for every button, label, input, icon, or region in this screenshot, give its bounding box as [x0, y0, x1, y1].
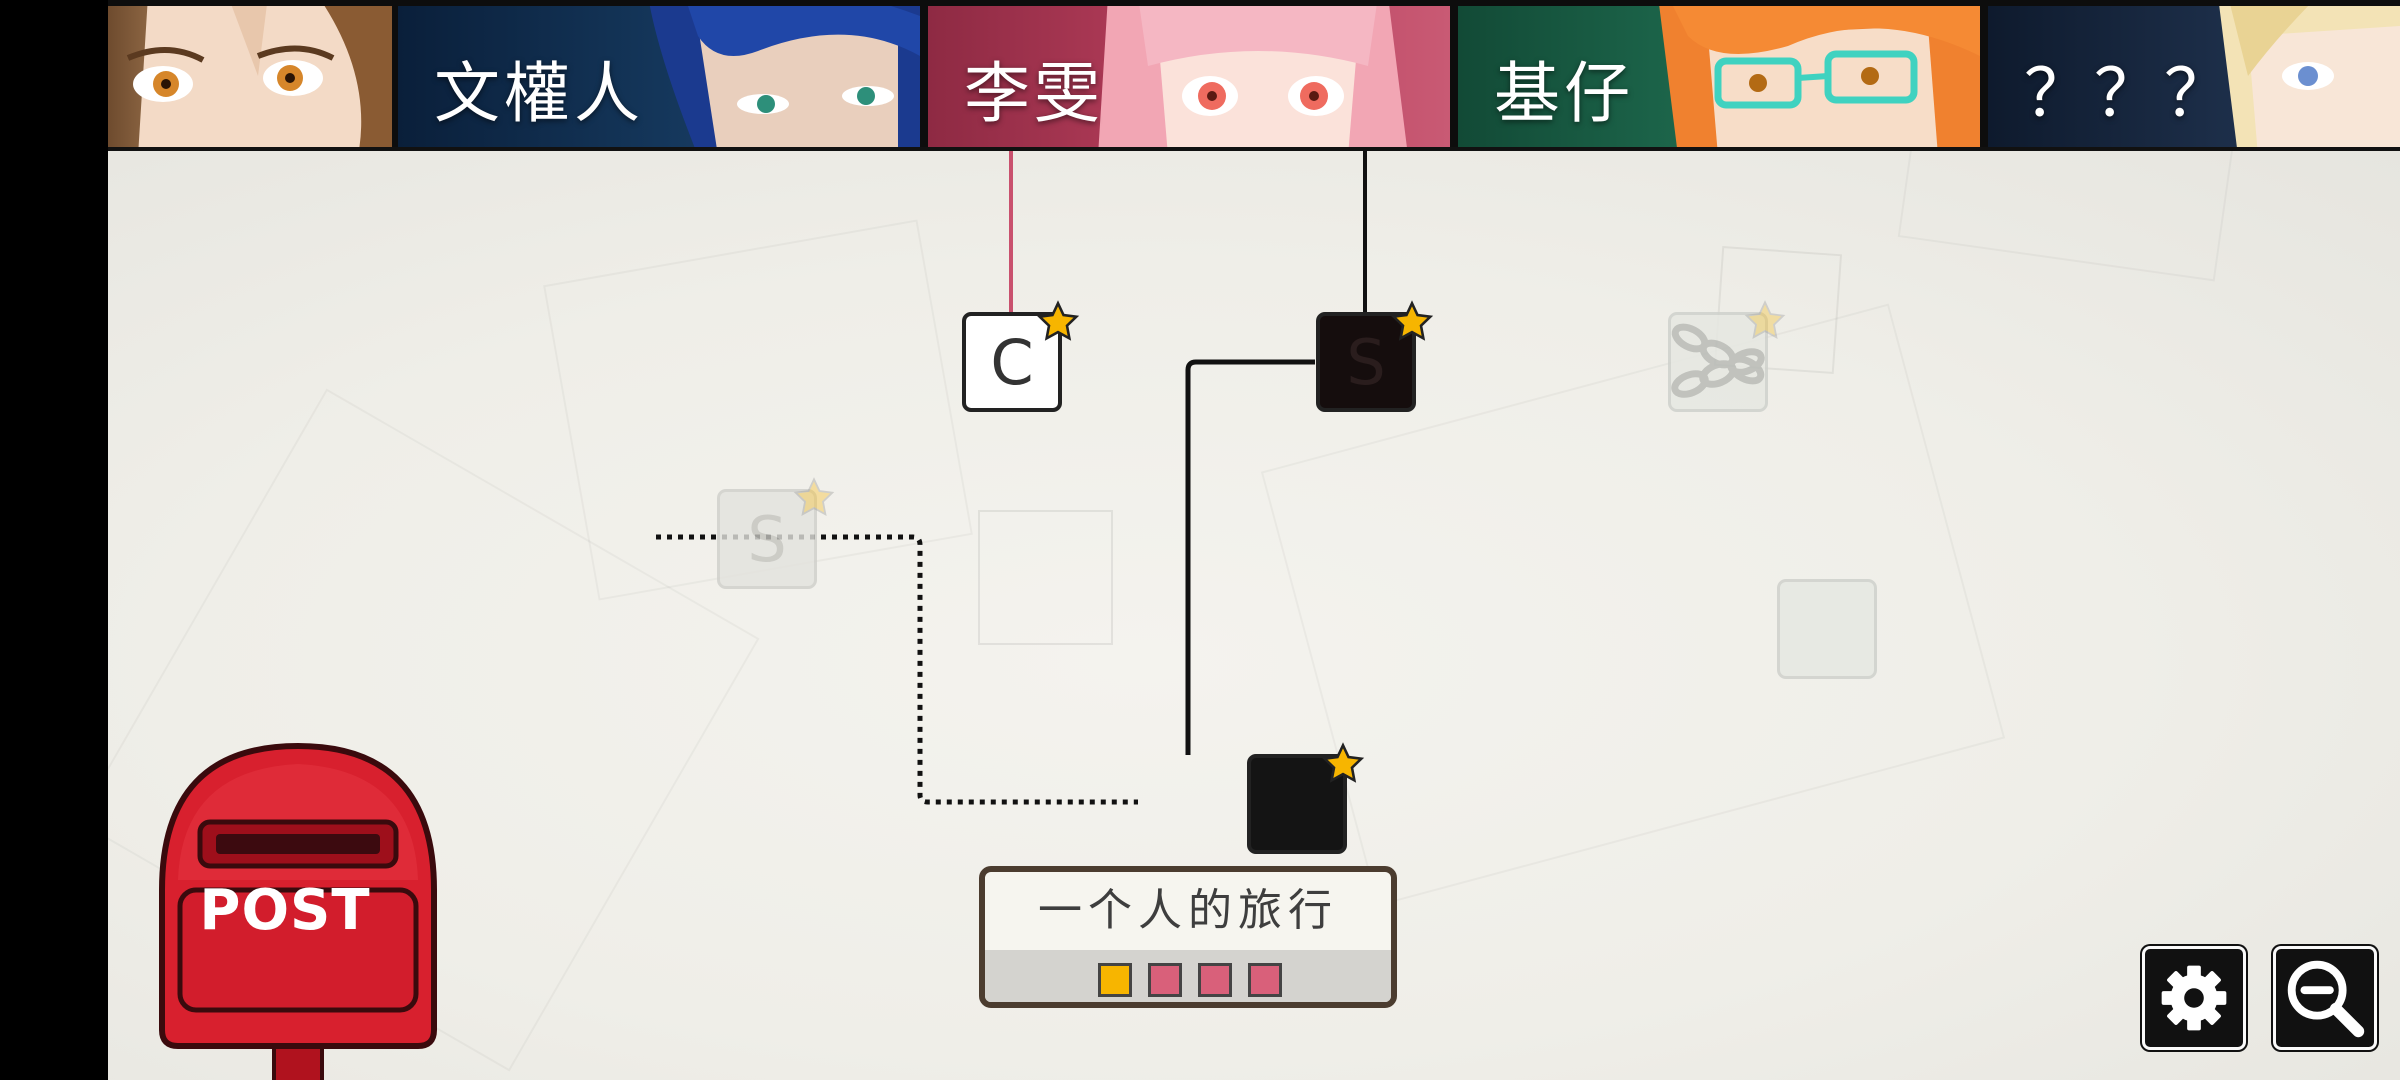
boy-orange-hair-glasses-portrait — [1659, 6, 1980, 147]
woman-portrait — [126, 6, 392, 147]
star-icon — [1321, 742, 1365, 783]
man-blue-hair-portrait — [649, 6, 920, 147]
character-tab-5[interactable]: ？？？ — [1988, 6, 2400, 147]
route-lines — [656, 150, 1367, 805]
zoom-out-icon — [2287, 960, 2365, 1038]
progress-pip — [1198, 963, 1232, 997]
node-letter: S — [1346, 325, 1386, 399]
chapter-progress — [985, 950, 1391, 1002]
star-icon — [1744, 300, 1786, 340]
gear-icon — [2161, 965, 2227, 1031]
progress-pip — [1248, 963, 1282, 997]
girl-pink-hair-portrait — [1098, 6, 1407, 147]
zoom-out-button[interactable] — [2273, 946, 2377, 1050]
faded-chapter-node-s[interactable]: S — [717, 477, 835, 589]
route-line-branch — [1185, 359, 1315, 755]
settings-button[interactable] — [2142, 946, 2246, 1050]
post-label: POST — [199, 878, 371, 943]
chain-lock-icon — [1671, 323, 1765, 398]
post-mailbox-button[interactable]: POST — [148, 740, 448, 1080]
node-letter: C — [990, 325, 1034, 399]
character-name: ？？？ — [2024, 55, 2234, 132]
character-name: 基仔 — [1494, 55, 1634, 132]
star-icon — [1036, 300, 1080, 341]
start-chapter-node[interactable] — [1247, 742, 1365, 854]
game-stage: C S S — [108, 0, 2400, 1080]
chapter-node-s[interactable]: S — [1316, 300, 1434, 412]
chapter-title: 一个人的旅行 — [1038, 885, 1338, 936]
mailbox-icon — [159, 742, 437, 1080]
chapter-title-card[interactable]: 一个人的旅行 — [979, 866, 1397, 1008]
character-tab-1[interactable] — [108, 6, 392, 147]
character-bar-divider — [108, 147, 2400, 151]
blonde-portrait — [2219, 6, 2400, 147]
character-name: 李雯 — [964, 55, 1104, 132]
character-name: 文權人 — [434, 55, 644, 132]
locked-chapter-node[interactable] — [1668, 300, 1786, 412]
character-tab-4[interactable]: 基仔 — [1458, 6, 1980, 147]
star-icon — [1390, 300, 1434, 341]
star-icon — [793, 477, 835, 517]
faded-empty-node[interactable] — [1777, 579, 1877, 679]
character-tab-3[interactable]: 李雯 — [928, 6, 1450, 147]
progress-pip — [1098, 963, 1132, 997]
character-bar: 文權人 李雯 — [108, 0, 2400, 150]
character-tab-2[interactable]: 文權人 — [398, 6, 920, 147]
node-letter: S — [747, 502, 787, 576]
chapter-node-c[interactable]: C — [962, 300, 1080, 412]
progress-pip — [1148, 963, 1182, 997]
